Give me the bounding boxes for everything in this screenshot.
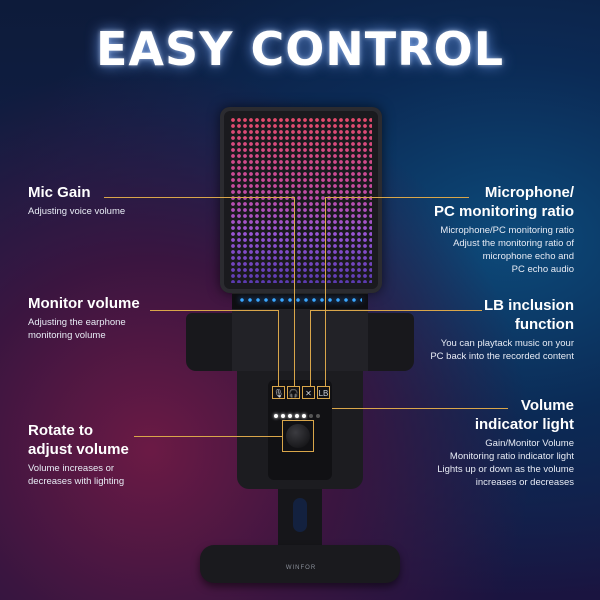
feature-description-3: microphone echo and xyxy=(482,251,574,262)
mix-ratio-button[interactable]: ✕ xyxy=(302,386,315,399)
indicator-dot xyxy=(316,414,320,418)
feature-description-1: Gain/Monitor Volume xyxy=(485,438,574,449)
indicator-dot xyxy=(295,414,299,418)
mount-right xyxy=(368,313,414,371)
stand-cutout xyxy=(293,498,307,532)
callout-line-lb-v xyxy=(310,310,311,387)
callout-line-lb xyxy=(310,310,482,311)
callout-line-ratio-v xyxy=(325,197,326,387)
indicator-dot xyxy=(309,414,313,418)
callout-line-volume-light xyxy=(332,408,508,409)
feature-heading-1: Microphone/ xyxy=(484,184,574,201)
feature-heading-1: LB inclusion xyxy=(484,297,574,314)
monitor-volume-button[interactable]: 🎧 xyxy=(287,386,300,399)
rgb-mesh xyxy=(230,117,372,283)
feature-mic-gain: Mic Gain Adjusting voice volume xyxy=(28,183,125,218)
feature-description-2: PC back into the recorded content xyxy=(430,351,574,362)
mic-gain-button[interactable]: 🎙 xyxy=(272,386,285,399)
volume-knob[interactable] xyxy=(286,424,310,448)
callout-line-mic-gain-v xyxy=(294,197,295,387)
feature-description: Adjusting the earphone monitoring volume xyxy=(28,317,126,341)
callout-line-rotate xyxy=(134,436,282,437)
feature-rotate: Rotate to adjust volume Volume increases… xyxy=(28,421,148,488)
feature-description: Volume increases or decreases with light… xyxy=(28,463,125,487)
feature-heading-2: adjust volume xyxy=(28,441,129,458)
indicator-dot xyxy=(274,414,278,418)
feature-heading-1: Volume xyxy=(520,397,574,414)
brand-logo: WINFOR xyxy=(285,565,317,571)
feature-heading: Mic Gain xyxy=(28,184,91,201)
mic-head-grille xyxy=(220,107,382,293)
ring-lights xyxy=(238,297,362,303)
feature-description-4: increases or decreases xyxy=(475,477,574,488)
feature-description: Adjusting voice volume xyxy=(28,206,126,217)
feature-lb: LB inclusion function You can playtack m… xyxy=(430,296,574,363)
feature-monitor-volume: Monitor volume Adjusting the earphone mo… xyxy=(28,294,153,342)
feature-ratio: Microphone/ PC monitoring ratio Micropho… xyxy=(434,183,574,276)
feature-description-2: Adjust the monitoring ratio of xyxy=(453,238,574,249)
feature-heading-2: PC monitoring ratio xyxy=(434,203,574,220)
feature-heading-1: Rotate to xyxy=(28,422,93,439)
callout-line-mic-gain xyxy=(104,197,294,198)
callout-line-monitor xyxy=(150,310,278,311)
feature-description-3: Lights up or down as the volume xyxy=(437,464,574,475)
feature-heading-2: function xyxy=(514,316,574,333)
feature-description-1: You can playtack music on your xyxy=(440,338,574,349)
feature-heading-2: indicator light xyxy=(474,416,574,433)
mount-left xyxy=(186,313,232,371)
feature-description-1: Microphone/PC monitoring ratio xyxy=(440,225,574,236)
lb-button[interactable]: LB xyxy=(317,386,330,399)
mount-collar xyxy=(232,309,368,371)
callout-line-monitor-v xyxy=(278,310,279,387)
feature-heading: Monitor volume xyxy=(28,295,140,312)
feature-description-2: Monitoring ratio indicator light xyxy=(449,451,574,462)
indicator-dot xyxy=(281,414,285,418)
feature-description-4: PC echo audio xyxy=(511,264,574,275)
feature-volume-light: Volume indicator light Gain/Monitor Volu… xyxy=(437,396,574,489)
volume-indicator-lights xyxy=(274,405,330,418)
callout-line-ratio xyxy=(325,197,469,198)
stand-base xyxy=(200,545,400,583)
indicator-dot xyxy=(302,414,306,418)
knob-highlight xyxy=(282,420,314,452)
page-title: EASY CONTROL xyxy=(95,22,505,76)
indicator-dot xyxy=(288,414,292,418)
